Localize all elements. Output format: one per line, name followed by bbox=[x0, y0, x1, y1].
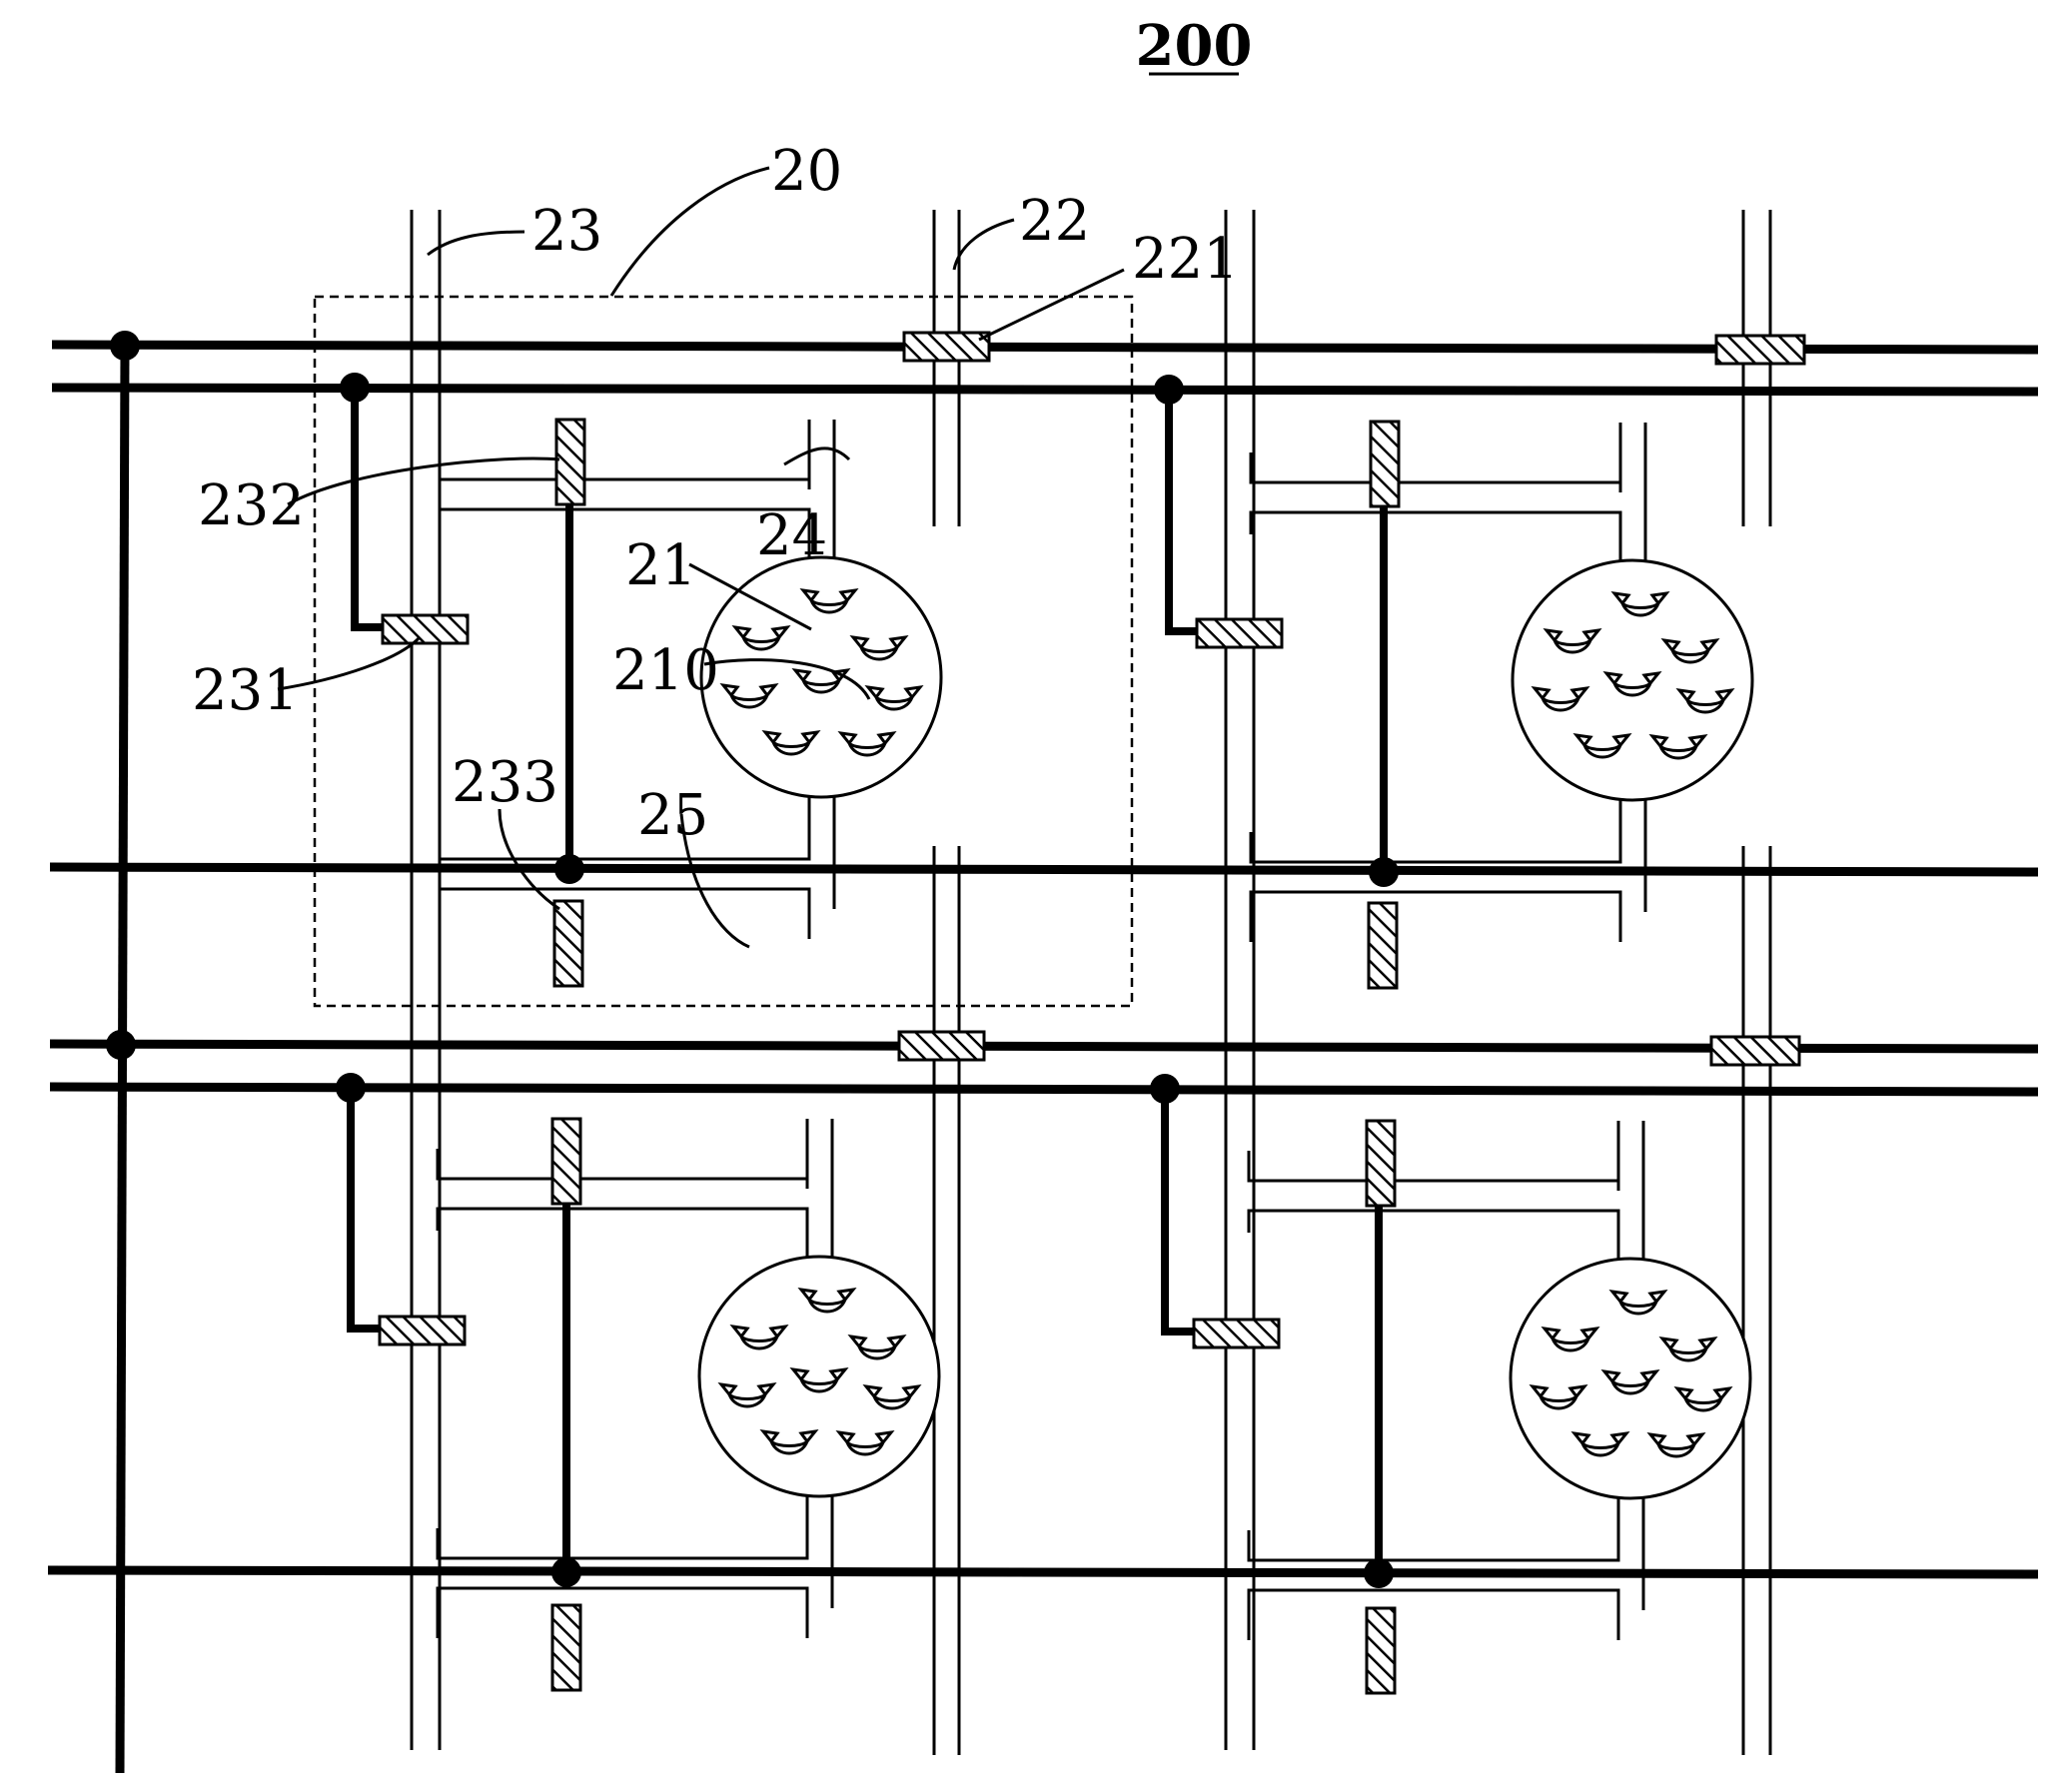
label-lower-electrode: 25 bbox=[637, 783, 708, 848]
connectors bbox=[347, 388, 1388, 1574]
figure-title: 200 bbox=[1136, 13, 1253, 79]
leader-lines bbox=[277, 166, 1125, 949]
label-second-switch: 232 bbox=[198, 473, 305, 538]
pixel-cell-2 bbox=[1251, 423, 1752, 942]
label-scan-line: 23 bbox=[531, 199, 602, 264]
vertical-lines bbox=[410, 210, 1772, 1755]
label-data-switch: 221 bbox=[1132, 227, 1239, 292]
label-first-switch: 231 bbox=[192, 658, 299, 723]
horizontal-lines bbox=[47, 340, 2039, 1579]
module-outline bbox=[313, 295, 1134, 1008]
junction-dots bbox=[106, 331, 1399, 1588]
label-module: 20 bbox=[771, 139, 842, 204]
label-third-switch: 233 bbox=[452, 750, 558, 815]
label-data-line: 22 bbox=[1019, 189, 1090, 254]
pixel-cell-4 bbox=[1249, 1121, 1750, 1640]
label-particle: 210 bbox=[612, 638, 719, 703]
pixel-cell-3 bbox=[438, 1119, 939, 1638]
switches bbox=[378, 331, 1806, 1695]
label-upper-electrode: 24 bbox=[756, 503, 827, 568]
label-pixel: 21 bbox=[625, 533, 696, 598]
